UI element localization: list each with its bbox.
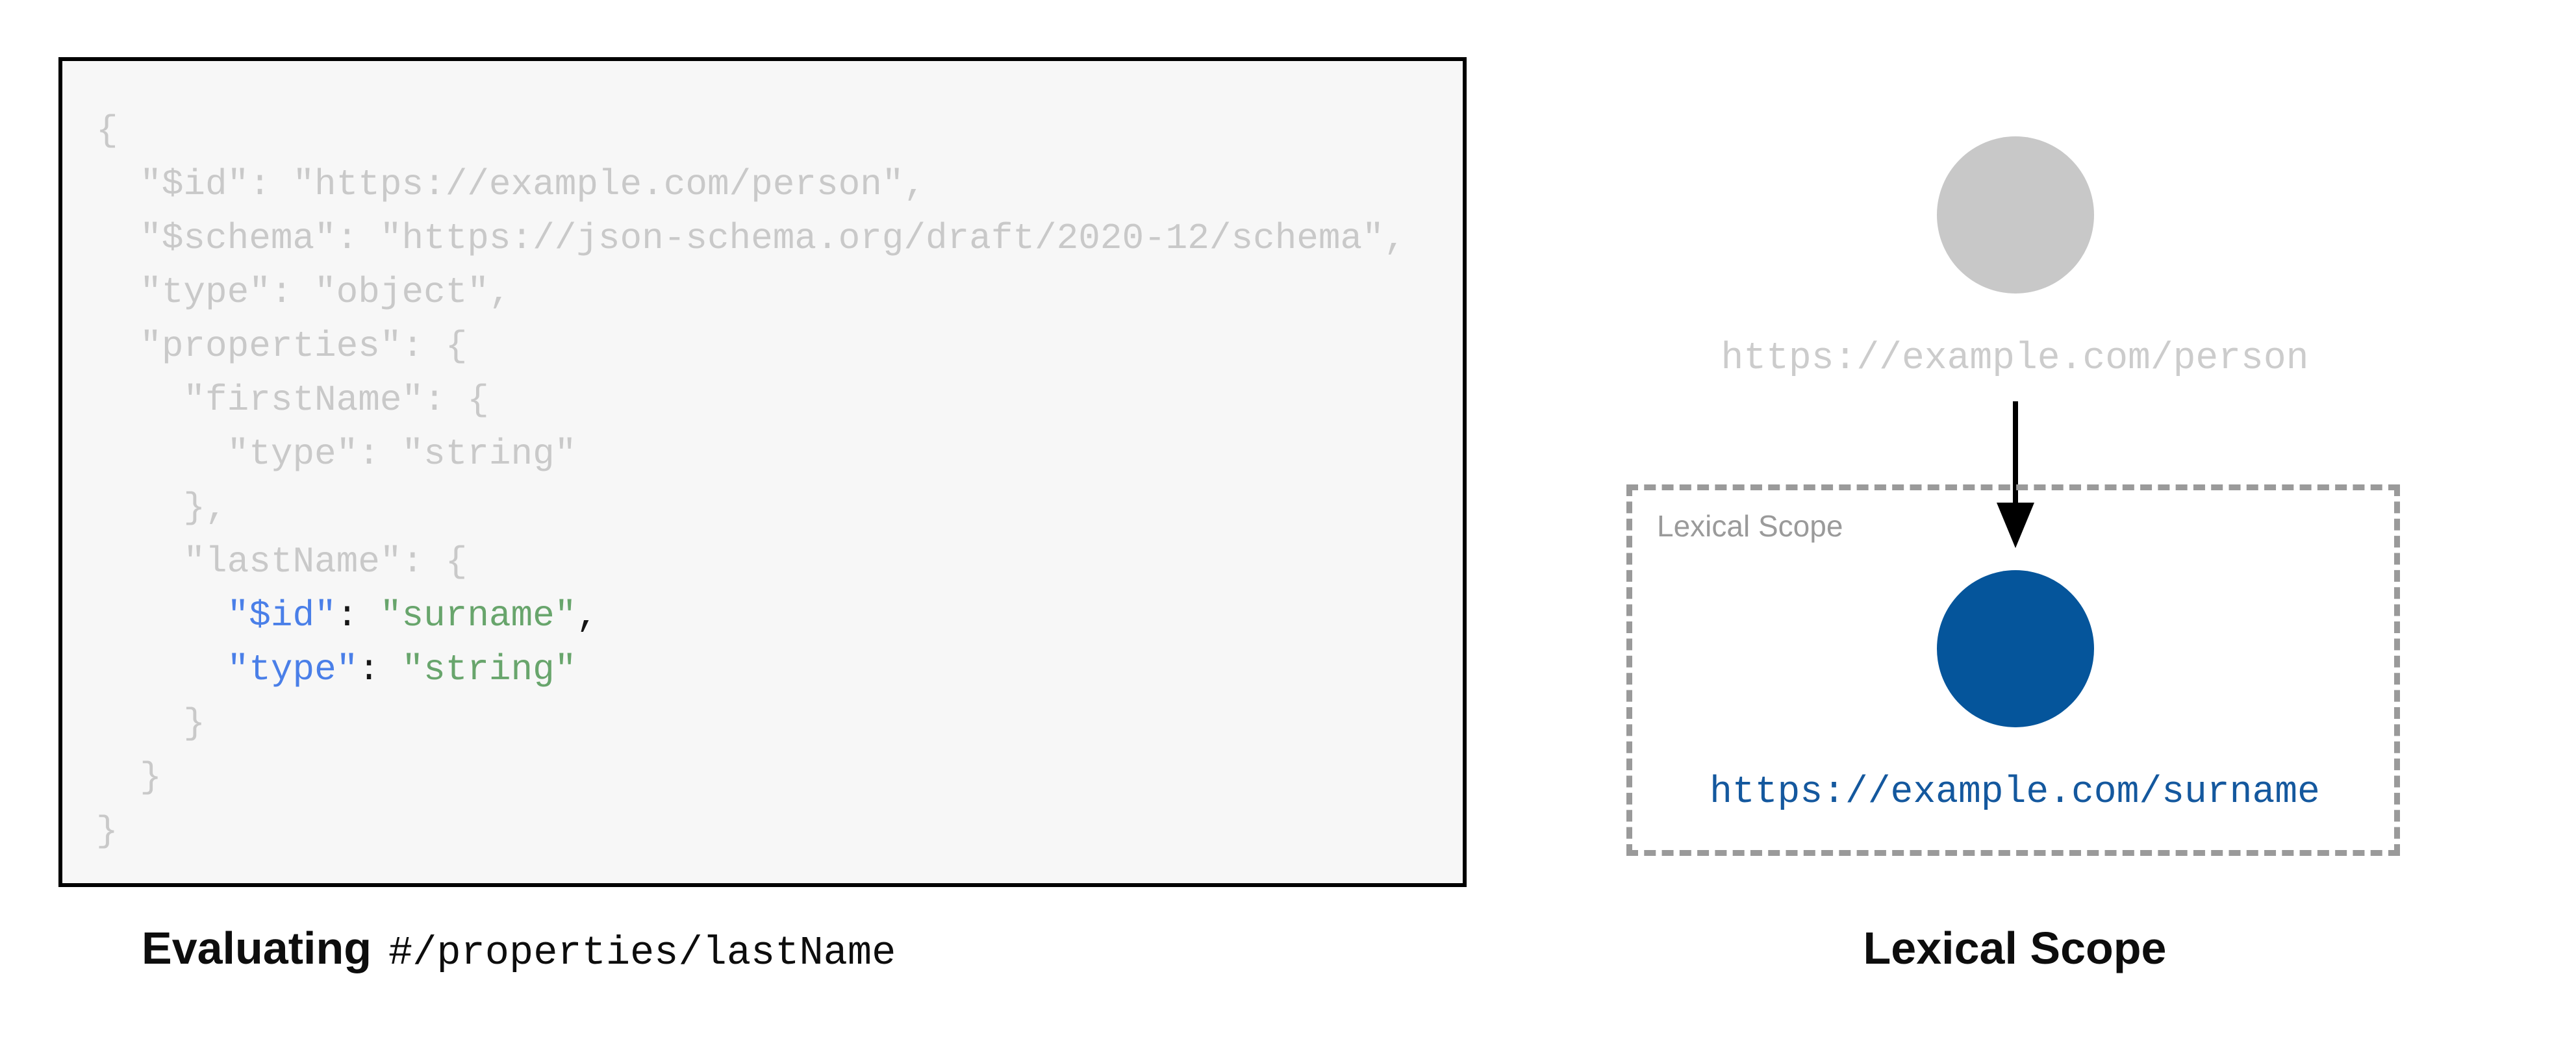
lexical-scope-diagram: https://example.com/person Lexical Scope… bbox=[1626, 0, 2403, 1039]
lexical-scope-box-title: Lexical Scope bbox=[1657, 509, 1843, 543]
code-segment: "type" bbox=[227, 649, 359, 690]
code-line: "type": "string" bbox=[96, 643, 1463, 697]
code-segment: } bbox=[96, 810, 118, 852]
code-line: "type": "string" bbox=[96, 427, 1463, 481]
code-segment: , bbox=[576, 595, 598, 636]
code-segment: } bbox=[96, 703, 206, 744]
code-segment bbox=[96, 649, 227, 690]
code-segment: "$schema": "https://json-schema.org/draf… bbox=[96, 218, 1406, 259]
code-segment: }, bbox=[96, 487, 227, 529]
parent-schema-node-circle bbox=[1937, 136, 2094, 294]
code-lines-container: { "$id": "https://example.com/person", "… bbox=[96, 104, 1463, 858]
code-segment: "firstName": { bbox=[96, 379, 489, 421]
code-segment: "surname" bbox=[379, 595, 577, 636]
code-segment: "properties": { bbox=[96, 325, 468, 367]
code-line: "firstName": { bbox=[96, 373, 1463, 427]
lexical-scope-box: Lexical Scope bbox=[1626, 484, 2400, 856]
code-line: }, bbox=[96, 481, 1463, 535]
code-line: } bbox=[96, 751, 1463, 805]
code-line: } bbox=[96, 697, 1463, 751]
json-schema-code-panel: { "$id": "https://example.com/person", "… bbox=[58, 57, 1467, 887]
parent-schema-uri-label: https://example.com/person bbox=[1721, 338, 2309, 380]
code-segment: "lastName": { bbox=[96, 541, 468, 582]
child-schema-uri-label: https://example.com/surname bbox=[1710, 771, 2320, 814]
code-line: { bbox=[96, 104, 1463, 158]
child-schema-node-circle bbox=[1937, 570, 2094, 727]
code-segment: "$id": "https://example.com/person", bbox=[96, 164, 926, 205]
code-line: "$schema": "https://json-schema.org/draf… bbox=[96, 212, 1463, 266]
code-line: "lastName": { bbox=[96, 535, 1463, 589]
code-segment bbox=[96, 595, 227, 636]
code-segment: "type": "string" bbox=[96, 433, 577, 475]
code-segment: : bbox=[336, 595, 380, 636]
code-segment: : bbox=[358, 649, 402, 690]
code-line: "$id": "https://example.com/person", bbox=[96, 158, 1463, 212]
code-line: } bbox=[96, 805, 1463, 858]
code-segment: } bbox=[96, 757, 162, 798]
left-caption: Evaluating #/properties/lastName bbox=[142, 922, 896, 984]
code-segment: "string" bbox=[401, 649, 577, 690]
code-line: "properties": { bbox=[96, 319, 1463, 373]
code-segment: "$id" bbox=[227, 595, 336, 636]
code-segment: "type": "object", bbox=[96, 271, 511, 313]
code-segment: { bbox=[96, 110, 118, 151]
code-line: "$id": "surname", bbox=[96, 589, 1463, 643]
code-line: "type": "object", bbox=[96, 266, 1463, 319]
left-caption-pointer-text: #/properties/lastName bbox=[388, 930, 896, 976]
right-caption: Lexical Scope bbox=[1863, 923, 2167, 973]
left-caption-bold-text: Evaluating bbox=[142, 923, 372, 973]
